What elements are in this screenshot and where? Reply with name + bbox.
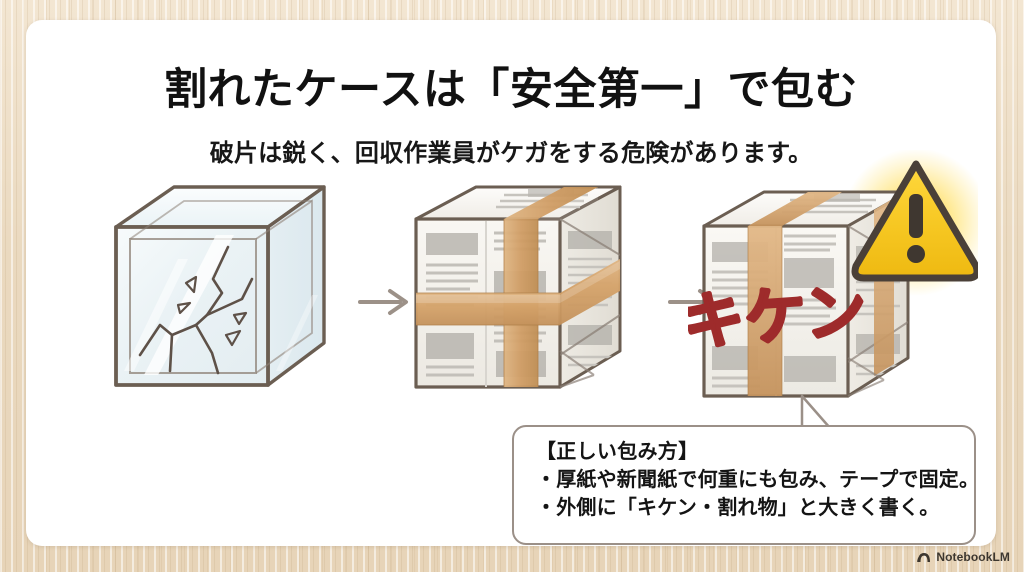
- danger-label-text: キケン: [688, 277, 869, 359]
- callout-box: 【正しい包み方】 ・厚紙や新聞紙で何重にも包み、テープで固定。 ・外側に「キケン…: [512, 425, 980, 545]
- page-title: 割れたケースは「安全第一」で包む: [164, 66, 858, 114]
- notebooklm-watermark: NotebookLM: [917, 550, 1010, 564]
- callout-line-2: ・外側に「キケン・割れ物」と大きく書く。: [536, 497, 940, 520]
- arrow-step-1-to-2: [356, 282, 416, 322]
- callout-heading: 【正しい包み方】: [536, 441, 699, 463]
- danger-package-icon: キケン: [679, 148, 990, 398]
- warning-triangle-icon: [851, 160, 981, 282]
- illustration-cracked-case: [100, 175, 340, 406]
- arrow-right-icon: [358, 289, 408, 315]
- page-subtitle: 破片は鋭く、回収作業員がケガをする危険があります。: [209, 140, 813, 167]
- cracked-case-icon: [114, 185, 326, 387]
- slide-card: 割れたケースは「安全第一」で包む 破片は鋭く、回収作業員がケガをする危険がありま…: [26, 20, 996, 546]
- notebooklm-icon: [917, 553, 931, 562]
- watermark-label: NotebookLM: [936, 550, 1010, 564]
- illustration-wrapped-package: [408, 175, 634, 406]
- illustration-labeled-package: キケン: [679, 148, 990, 425]
- wrapped-package-icon: [414, 185, 622, 389]
- callout-line-1: ・厚紙や新聞紙で何重にも包み、テープで固定。: [536, 469, 980, 491]
